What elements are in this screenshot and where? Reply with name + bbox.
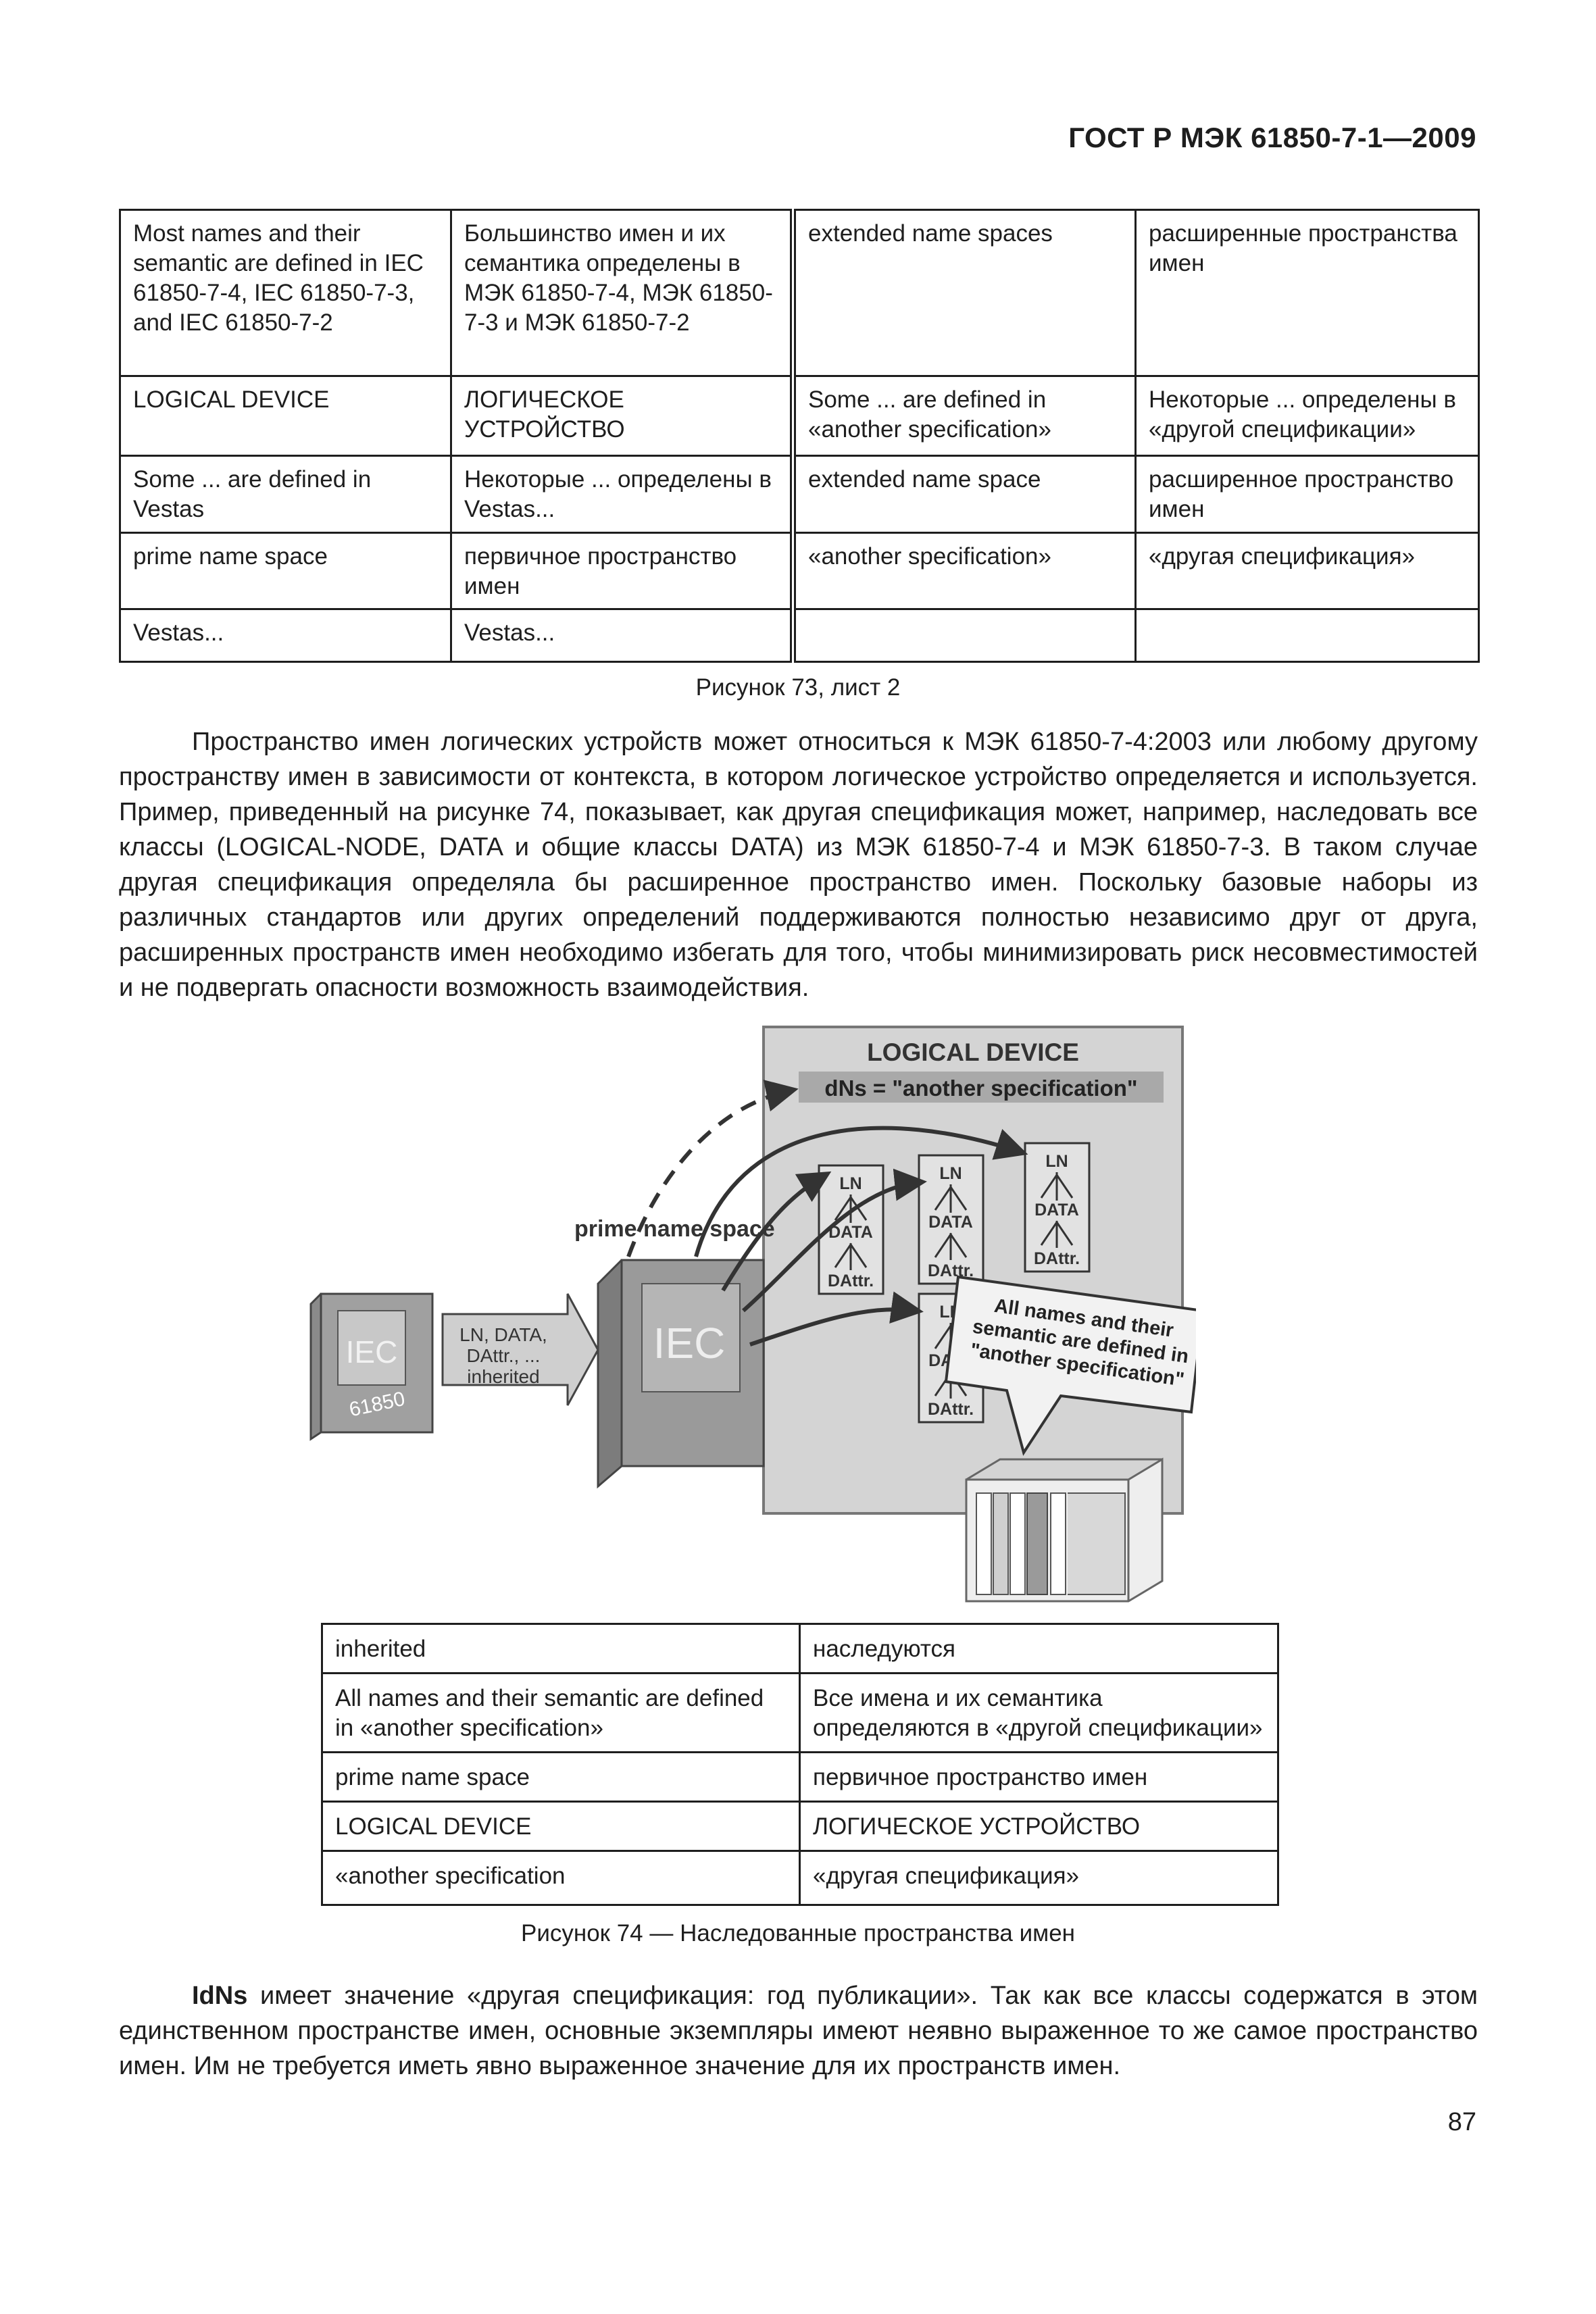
dattr-label: DAttr. (828, 1272, 874, 1290)
translation-table-figure74: inherited наследуются All names and thei… (321, 1623, 1279, 1906)
body-paragraph: Пространство имен логических устройств м… (119, 724, 1478, 1005)
prime-name-space-label: prime name space (574, 1216, 775, 1242)
data-label: DATA (828, 1223, 873, 1242)
table-cell (1134, 608, 1480, 663)
ln-label: LN (839, 1174, 862, 1193)
ln-label: LN (1045, 1152, 1068, 1171)
table-cell: первичное пространство имен (799, 1751, 1279, 1803)
table-row: inherited наследуются (321, 1623, 1279, 1674)
body-paragraph: IdNs имеет значение «другая спецификация… (119, 1978, 1478, 2084)
flow-arrow (694, 1126, 1028, 1257)
data-label: DATA (928, 1213, 973, 1232)
ln-stack-2: LN DATA DAttr. (918, 1154, 984, 1285)
table-cell: Some ... are defined in «another specifi… (792, 375, 1137, 457)
table-cell: первичное пространство имен (450, 532, 796, 610)
speech-bubble: All names and their semantic are defined… (944, 1275, 1205, 1456)
device-rack-image (965, 1457, 1164, 1603)
table-cell: extended name spaces (792, 209, 1137, 377)
table-row: prime name space первичное пространство … (119, 532, 1480, 610)
binder-iec-label: IEC (346, 1334, 398, 1369)
dashed-arrow (626, 1080, 799, 1258)
prime-binder-image: IEC (597, 1259, 765, 1489)
table-cell: наследуются (799, 1623, 1279, 1674)
table-cell: «другая спецификация» (799, 1850, 1279, 1906)
inherited-line-3: inherited (467, 1366, 539, 1387)
table-cell: Некоторые ... определены в Vestas... (450, 455, 796, 534)
figure-74-caption: Рисунок 74 — Наследованные пространства … (520, 1920, 1076, 1946)
table-cell: расширенные пространства имен (1134, 209, 1480, 377)
table-cell: Большинство имен и их семантика определе… (450, 209, 796, 377)
table-cell: LOGICAL DEVICE (321, 1801, 801, 1852)
table-cell: extended name space (792, 455, 1137, 534)
table-row: Some ... are defined in Vestas Некоторые… (119, 455, 1480, 534)
table-cell (792, 608, 1137, 663)
table-cell: prime name space (119, 532, 452, 610)
table-cell: LOGICAL DEVICE (119, 375, 452, 457)
table-cell: ЛОГИЧЕСКОЕ УСТРОЙСТВО (450, 375, 796, 457)
figure-73-caption: Рисунок 73, лист 2 (695, 674, 901, 701)
table-cell: prime name space (321, 1751, 801, 1803)
data-label: DATA (1034, 1201, 1079, 1219)
table-row: prime name space первичное пространство … (321, 1751, 1279, 1803)
paragraph-text: Пространство имен логических устройств м… (119, 728, 1478, 1002)
translation-table-figure73: Most names and their semantic are define… (119, 209, 1480, 663)
inherited-line-1: LN, DATA, (459, 1324, 547, 1345)
table-cell: Most names and their semantic are define… (119, 209, 452, 377)
table-cell: inherited (321, 1623, 801, 1674)
page-number: 87 (1447, 2108, 1476, 2136)
inherited-arrow: LN, DATA, DAttr., ... inherited (441, 1293, 599, 1406)
table-cell: «another specification (321, 1850, 801, 1906)
flow-arrow (721, 1171, 832, 1292)
table-row: Vestas... Vestas... (119, 608, 1480, 663)
table-cell: расширенное пространство имен (1134, 455, 1480, 534)
table-cell: Все имена и их семантика определяются в … (799, 1672, 1279, 1753)
table-row: Most names and their semantic are define… (119, 209, 1480, 377)
dattr-label: DAttr. (1034, 1249, 1080, 1268)
binder-iec-label: IEC (653, 1319, 726, 1367)
table-cell: Some ... are defined in Vestas (119, 455, 452, 534)
table-cell: All names and their semantic are defined… (321, 1672, 801, 1753)
table-row: «another specification «другая специфика… (321, 1850, 1279, 1906)
table-row: LOGICAL DEVICE ЛОГИЧЕСКОЕ УСТРОЙСТВО (321, 1801, 1279, 1852)
paragraph-text: IdNs имеет значение «другая спецификация… (119, 1978, 1478, 2084)
flow-arrow (742, 1168, 927, 1313)
table-cell: Vestas... (450, 608, 796, 663)
logical-device-label: LOGICAL DEVICE (867, 1038, 1079, 1066)
iec61850-binder-image: IEC 61850 (309, 1292, 434, 1441)
table-row: All names and their semantic are defined… (321, 1672, 1279, 1753)
table-row: LOGICAL DEVICE ЛОГИЧЕСКОЕ УСТРОЙСТВО Som… (119, 375, 1480, 457)
dattr-label: DAttr. (928, 1400, 974, 1419)
figure-74-diagram: LOGICAL DEVICE dNs = "another specificat… (291, 1020, 1205, 1608)
table-cell: Некоторые ... определены в «другой специ… (1134, 375, 1480, 457)
ln-label: LN (939, 1164, 962, 1183)
flow-arrow (749, 1291, 924, 1347)
ln-stack-3: LN DATA DAttr. (1024, 1142, 1091, 1273)
table-cell: Vestas... (119, 608, 452, 663)
paragraph-rest: имеет значение «другая спецификация: год… (119, 1982, 1478, 2080)
table-cell: «другая спецификация» (1134, 532, 1480, 610)
idns-term: IdNs (192, 1982, 248, 2010)
dns-label: dNs = "another specification" (824, 1076, 1137, 1101)
table-cell: «another specification» (792, 532, 1137, 610)
inherited-line-2: DAttr., ... (467, 1345, 541, 1366)
document-header: ГОСТ Р МЭК 61850-7-1—2009 (1068, 122, 1476, 153)
table-cell: ЛОГИЧЕСКОЕ УСТРОЙСТВО (799, 1801, 1279, 1852)
